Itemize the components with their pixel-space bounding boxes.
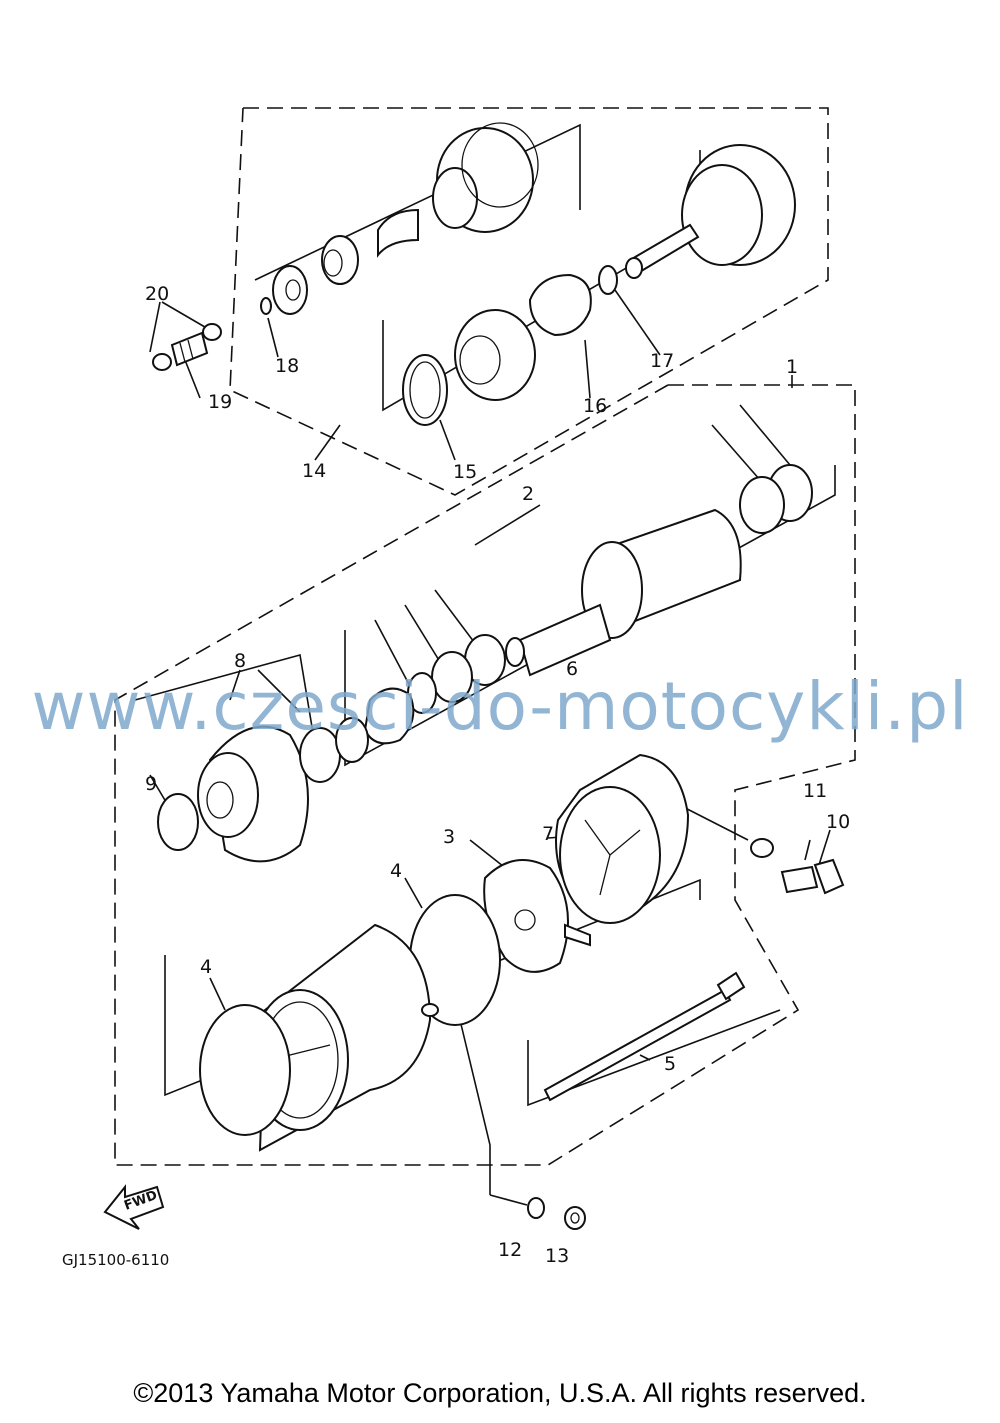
armature-parts xyxy=(363,464,813,745)
callout-6: 6 xyxy=(566,658,578,680)
callout-17: 17 xyxy=(650,350,674,372)
group-outline-1 xyxy=(114,384,856,1166)
callout-8: 8 xyxy=(234,650,246,672)
callout-5: 5 xyxy=(664,1053,676,1075)
callout-13: 13 xyxy=(545,1245,569,1267)
callout-18: 18 xyxy=(275,355,299,377)
callout-15: 15 xyxy=(453,461,477,483)
pinion-clutch-parts xyxy=(260,122,796,426)
callout-1: 1 xyxy=(786,356,798,378)
callout-19: 19 xyxy=(208,391,232,413)
callout-2: 2 xyxy=(522,483,534,505)
yoke-parts xyxy=(199,894,501,1152)
fastener-parts xyxy=(527,838,845,1230)
bracket-clutch-assy xyxy=(254,123,581,281)
callout-3: 3 xyxy=(443,826,455,848)
rear-cover-parts xyxy=(483,753,690,973)
callout-14: 14 xyxy=(302,460,326,482)
callout-7: 7 xyxy=(542,823,554,845)
fwd-arrow-icon: FWD xyxy=(103,1184,165,1230)
screw-washer-parts xyxy=(152,323,222,371)
part-code: GJ15100-6110 xyxy=(62,1251,169,1269)
callout-9: 9 xyxy=(145,773,157,795)
callout-4a: 4 xyxy=(390,860,402,882)
copyright-notice: ©2013 Yamaha Motor Corporation, U.S.A. A… xyxy=(133,1378,867,1408)
group-outline-14 xyxy=(229,107,829,496)
front-cover-parts xyxy=(157,717,369,863)
callout-12: 12 xyxy=(498,1239,522,1261)
callout-4b: 4 xyxy=(200,956,212,978)
callout-11: 11 xyxy=(803,780,827,802)
callout-labels: 1 2 3 4 4 5 6 7 8 9 10 11 12 13 14 15 16… xyxy=(145,283,850,1267)
callout-20: 20 xyxy=(145,283,169,305)
bracket-bolt xyxy=(527,1009,781,1107)
bracket-front-cover xyxy=(134,653,316,746)
callout-10: 10 xyxy=(826,811,850,833)
callout-16: 16 xyxy=(583,395,607,417)
